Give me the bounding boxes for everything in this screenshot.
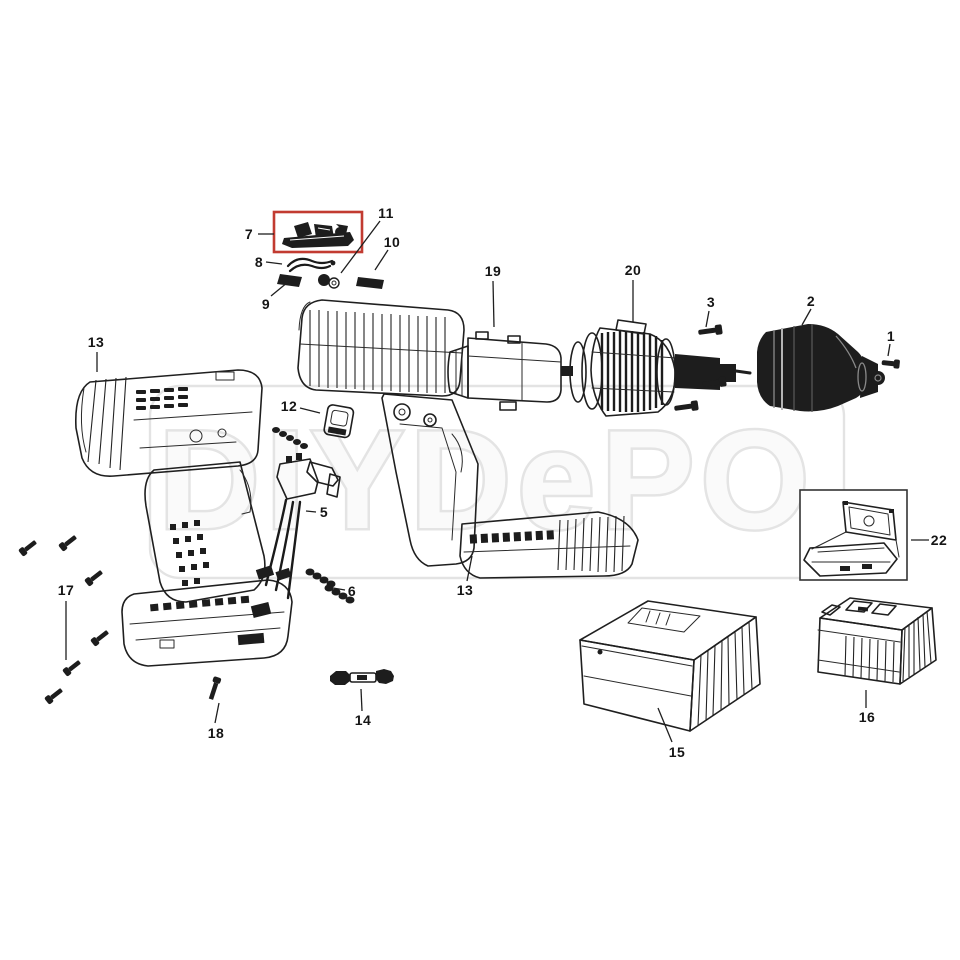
part-22-accessory-case: [799, 489, 908, 581]
part-14-screwdriver-bit: [330, 669, 394, 685]
part-5-trigger-switch: [250, 453, 341, 618]
part-9-plate: [277, 274, 302, 287]
part-12-pushbutton: [272, 404, 355, 449]
watermark: DIYDePO: [148, 384, 846, 580]
part-15-charger: [579, 600, 761, 732]
highlight-box-part-7: [272, 210, 364, 254]
part-7-selector-assembly: [282, 222, 354, 248]
grip-texture: [170, 520, 209, 586]
battery-rail: [150, 595, 250, 612]
part-13-housing-left: [74, 369, 293, 667]
spring: [272, 427, 308, 449]
part-2-chuck: [757, 324, 885, 412]
leader-lines: [65, 220, 929, 743]
watermark-text: DIYDePO: [159, 401, 816, 558]
part-8-wire-link: [286, 257, 336, 273]
housing-foot-rail: [469, 530, 555, 544]
part-10-cover-strip: [356, 277, 384, 289]
part-13-housing-right: [297, 299, 639, 579]
part-3-screws: [674, 324, 727, 411]
part-19-motor: [447, 331, 573, 411]
part-18-screw: [208, 676, 222, 700]
part-1-chuck-screw: [881, 359, 900, 369]
part-17-screws: [18, 535, 109, 705]
part-6-springs: [305, 568, 355, 604]
vent-slots: [136, 387, 188, 410]
part-16-battery: [817, 597, 937, 685]
part-11-nut: [318, 274, 340, 289]
